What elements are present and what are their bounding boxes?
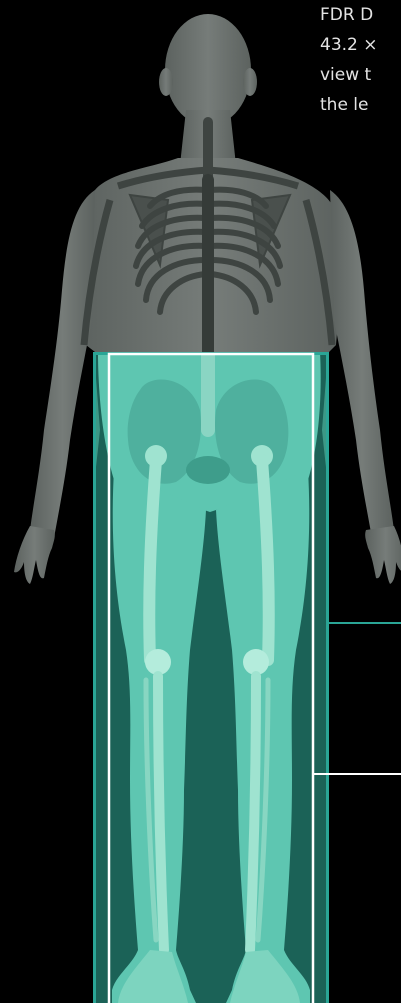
caption-line: view t xyxy=(320,60,401,90)
head xyxy=(165,14,251,126)
caption-line: FDR D xyxy=(320,0,401,30)
caption-line: 43.2 × xyxy=(320,30,401,60)
caption-line: the le xyxy=(320,90,401,120)
right-hand xyxy=(365,526,401,584)
left-hand xyxy=(14,526,55,584)
right-arm xyxy=(330,190,394,538)
caption-text: FDR D 43.2 × view t the le xyxy=(320,0,401,120)
left-arm xyxy=(30,190,95,538)
